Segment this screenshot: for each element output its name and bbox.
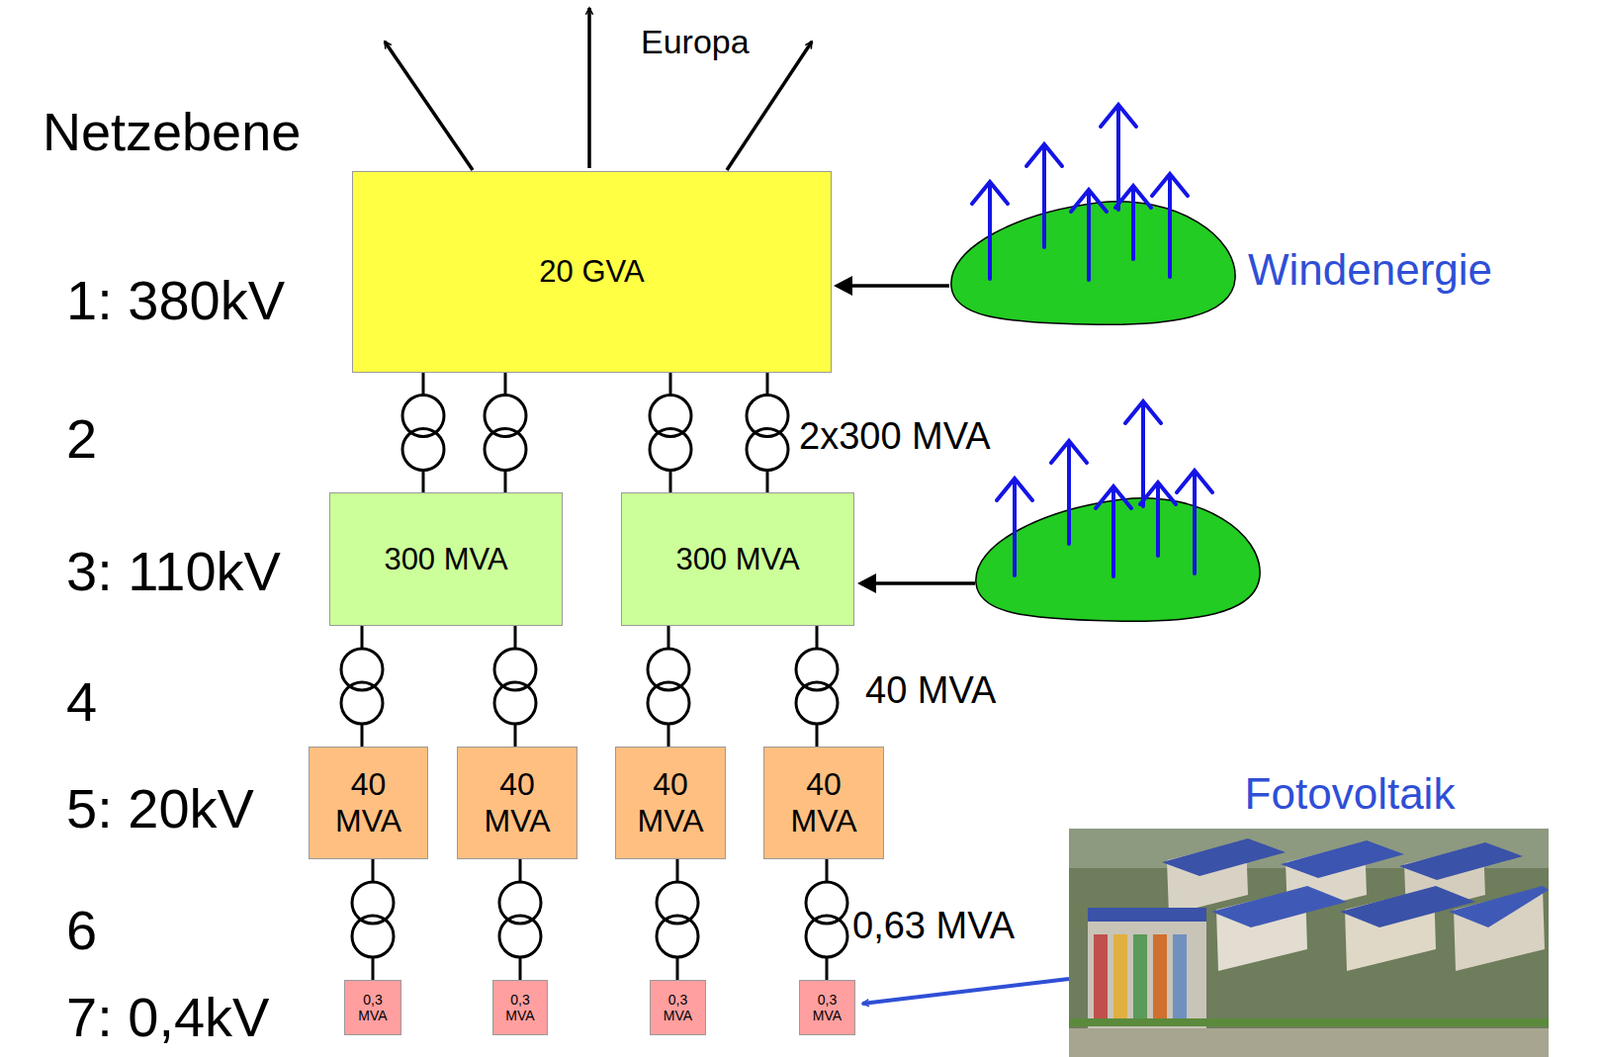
source-label: Fotovoltaik xyxy=(1244,770,1456,818)
transformer-winding xyxy=(499,915,541,958)
level-label: 1: 380kV xyxy=(66,269,285,332)
level-label: 2 xyxy=(66,408,97,470)
arrow-head xyxy=(833,275,853,296)
capacity-text: 300 MVA xyxy=(675,541,800,578)
grid-level-box: 300 MVA xyxy=(329,492,563,626)
transformer-symbol xyxy=(341,648,383,724)
transformer-winding xyxy=(484,395,527,438)
transformer-winding xyxy=(796,648,838,691)
transformer-symbol xyxy=(805,882,848,958)
transformer-connection xyxy=(676,859,680,980)
transformer-winding xyxy=(341,648,383,691)
source-label: Windenergie xyxy=(1247,246,1493,294)
transformer-connection xyxy=(514,625,518,747)
transformer-winding xyxy=(649,395,692,438)
grid-level-box: 40 MVA xyxy=(308,746,429,860)
transformer-winding xyxy=(499,882,541,924)
level-label: 7: 0,4kV xyxy=(66,986,269,1049)
transformer-rating: 2x300 MVA xyxy=(799,416,991,458)
transformer-winding xyxy=(805,882,848,924)
arrow-head xyxy=(857,573,877,594)
photovoltaic-photo xyxy=(1068,828,1549,1057)
transformer-connection xyxy=(825,859,829,980)
grid-level-box: 0,3 MVA xyxy=(799,979,856,1036)
export-arrow xyxy=(726,41,812,171)
transformer-symbol xyxy=(494,648,536,724)
grid-level-box: 0,3 MVA xyxy=(649,979,707,1036)
capacity-text: 0,3 MVA xyxy=(503,991,537,1024)
capacity-text: 40 MVA xyxy=(477,766,557,840)
transformer-symbol xyxy=(656,882,699,958)
grid-level-box: 40 MVA xyxy=(763,746,885,860)
transformer-symbol xyxy=(499,882,541,958)
transformer-winding xyxy=(341,682,383,724)
transformer-symbol xyxy=(402,395,445,471)
transformer-winding xyxy=(494,682,536,724)
transformer-winding xyxy=(805,915,848,958)
feed-arrow xyxy=(848,283,950,288)
export-arrow xyxy=(384,41,473,171)
wind-farm xyxy=(976,401,1260,622)
grid-level-box: 40 MVA xyxy=(615,746,726,860)
transformer-winding xyxy=(656,882,699,924)
level-label: 6 xyxy=(66,899,97,962)
wind-farm xyxy=(951,104,1236,325)
transformer-symbol xyxy=(352,882,394,958)
transformer-connection xyxy=(669,372,673,493)
axis-title: Netzebene xyxy=(42,102,301,162)
transformer-winding xyxy=(746,395,789,438)
transformer-winding xyxy=(656,915,699,958)
transformer-winding xyxy=(352,915,394,958)
transformer-symbol xyxy=(647,648,690,724)
pointer-arrow xyxy=(862,978,1069,1004)
transformer-rating: 0,63 MVA xyxy=(852,905,1015,948)
transformer-winding xyxy=(402,395,445,438)
capacity-text: 0,3 MVA xyxy=(355,991,390,1024)
transformer-winding xyxy=(402,429,445,471)
transformer-connection xyxy=(667,625,671,747)
capacity-text: 40 MVA xyxy=(630,766,711,840)
transformer-winding xyxy=(352,882,394,924)
region-label: Europa xyxy=(640,23,750,61)
transformer-symbol xyxy=(484,395,527,471)
transformer-winding xyxy=(494,648,536,691)
capacity-text: 40 MVA xyxy=(329,766,409,840)
transformer-symbol xyxy=(649,395,692,471)
capacity-text: 0,3 MVA xyxy=(661,991,696,1024)
transformer-winding xyxy=(746,429,789,471)
grid-level-box: 20 GVA xyxy=(352,171,832,373)
capacity-text: 40 MVA xyxy=(784,766,864,840)
transformer-connection xyxy=(766,372,770,493)
transformer-winding xyxy=(649,429,692,471)
level-label: 5: 20kV xyxy=(66,778,255,840)
transformer-rating: 40 MVA xyxy=(865,670,996,712)
transformer-winding xyxy=(647,648,690,691)
transformer-symbol xyxy=(796,648,838,724)
europe-arrows xyxy=(384,7,812,171)
transformer-symbol xyxy=(746,395,789,471)
level-label: 3: 110kV xyxy=(66,540,281,603)
grid-level-box: 300 MVA xyxy=(621,492,855,626)
grid-level-box: 0,3 MVA xyxy=(492,979,548,1036)
grid-level-box: 0,3 MVA xyxy=(344,979,402,1036)
transformer-connection xyxy=(504,372,508,493)
capacity-text: 20 GVA xyxy=(538,254,644,290)
transformer-winding xyxy=(796,682,838,724)
capacity-text: 0,3 MVA xyxy=(810,991,845,1024)
transformer-connection xyxy=(360,625,364,747)
transformer-winding xyxy=(647,682,690,724)
feed-arrow xyxy=(872,581,976,586)
export-arrow xyxy=(587,7,592,169)
transformer-winding xyxy=(484,429,527,471)
level-label: 4 xyxy=(66,671,97,733)
transformer-connection xyxy=(815,625,819,747)
grid-level-box: 40 MVA xyxy=(456,746,578,860)
transformer-connection xyxy=(422,372,426,493)
capacity-text: 300 MVA xyxy=(383,541,508,578)
transformer-connection xyxy=(519,859,523,980)
transformer-connection xyxy=(371,859,375,980)
